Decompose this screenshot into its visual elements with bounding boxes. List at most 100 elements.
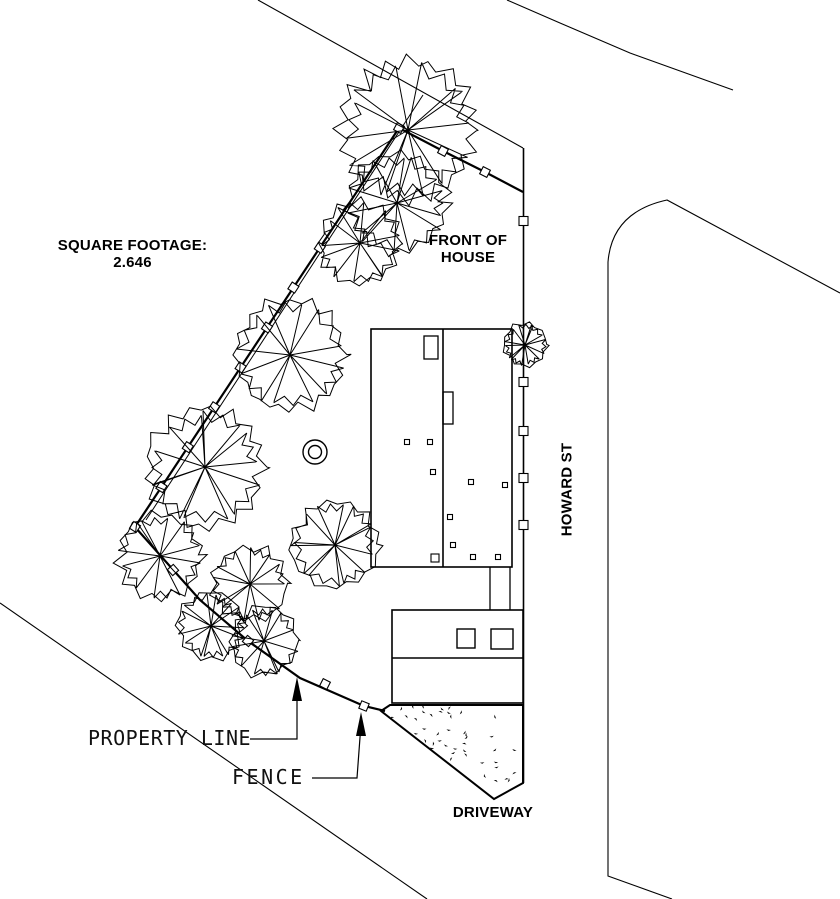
west-property-line — [145, 94, 424, 521]
fence-lines-layer — [128, 121, 529, 713]
street-corner-curve — [607, 199, 840, 294]
point-marker — [494, 553, 502, 561]
well-outer-circle — [302, 439, 328, 465]
leader-arrows-layer — [250, 677, 366, 779]
tree-symbol — [112, 509, 209, 603]
stipple-dot — [483, 773, 486, 779]
garage-box — [490, 628, 514, 650]
tree-symbol — [232, 297, 352, 413]
street-name-label: HOWARD ST — [558, 442, 576, 537]
trees-layer — [112, 53, 550, 679]
stipple-dot — [411, 704, 414, 709]
stipple-dot — [404, 715, 408, 719]
square-footage-label: SQUARE FOOTAGE: 2.646 — [57, 237, 208, 271]
stipple-dot — [452, 748, 458, 750]
fence-arrowhead — [356, 712, 366, 736]
property-line-arrowhead — [292, 677, 302, 701]
stipple-dot — [464, 753, 467, 757]
ne-street-edge — [506, 0, 734, 91]
fence-label: FENCE — [232, 765, 305, 789]
fence-post — [358, 700, 370, 712]
stipple-dot — [443, 744, 449, 747]
south-fence — [134, 526, 386, 713]
fence-post — [518, 472, 529, 484]
garage-outline — [391, 609, 524, 704]
tree-symbol — [331, 53, 479, 207]
stipple-dot — [512, 749, 517, 752]
stipple-dot — [494, 766, 499, 769]
fence-post — [518, 519, 529, 531]
fence-post — [518, 215, 529, 227]
stipple-dot — [493, 761, 499, 764]
house-bay — [442, 391, 454, 425]
stipple-dot — [413, 717, 418, 722]
tree-symbol — [317, 196, 404, 287]
stipple-dot — [438, 710, 443, 713]
sw-street-edge — [0, 602, 428, 899]
garage-box — [456, 628, 476, 649]
stipple-dot — [492, 748, 497, 752]
stipple-dot — [450, 751, 456, 754]
stipple-dot — [462, 742, 467, 745]
stipple-dot — [437, 740, 442, 742]
stipple-dot — [432, 741, 435, 747]
stipple-dot — [436, 731, 439, 736]
fence-post — [478, 165, 492, 179]
stipple-dot — [493, 780, 498, 783]
fence-post — [234, 361, 247, 374]
stipple-dot — [463, 730, 466, 735]
north-fence — [398, 127, 524, 193]
driveway-label: DRIVEWAY — [452, 804, 534, 821]
point-marker — [469, 553, 477, 561]
tree-symbol — [288, 499, 384, 590]
tree-symbol — [208, 544, 293, 623]
property-lines-layer — [145, 0, 525, 783]
stipple-dot — [429, 713, 433, 718]
tree-symbol — [144, 405, 271, 532]
stipple-dot — [494, 714, 497, 719]
fence-post — [318, 677, 332, 691]
stipple-dot — [446, 711, 451, 714]
stipple-dot — [450, 757, 453, 762]
stipple-dot — [422, 728, 427, 730]
stipple-dot — [449, 714, 452, 719]
stipple-dot — [389, 716, 395, 719]
point-marker — [501, 481, 509, 489]
property-line-leader-line — [250, 687, 298, 740]
well-symbol — [302, 439, 328, 465]
north-property-line — [257, 0, 524, 149]
stipple-dot — [512, 772, 517, 775]
fence-post — [207, 401, 221, 414]
point-marker — [426, 438, 434, 446]
driveway-outline — [379, 704, 524, 801]
stipple-dot — [421, 710, 426, 714]
tree-symbol — [174, 592, 249, 662]
point-marker — [467, 478, 475, 486]
driveway-layer — [379, 704, 524, 801]
fence-post — [518, 425, 529, 437]
point-marker — [403, 438, 411, 446]
tree-symbol — [341, 149, 454, 258]
stipple-dot — [465, 732, 467, 738]
stipple-dot — [424, 739, 427, 744]
stipple-dot — [429, 747, 435, 750]
front-of-house-label: FRONT OF HOUSE — [428, 232, 508, 266]
fence-leader-line — [312, 723, 362, 779]
property-line-label: PROPERTY LINE — [88, 726, 252, 750]
well-inner-circle — [307, 444, 323, 460]
point-marker — [449, 541, 457, 549]
buildings-layer — [370, 328, 524, 704]
stipple-dot — [422, 704, 425, 709]
stipple-dot — [479, 762, 485, 764]
fence-post — [436, 144, 450, 158]
stipple-dot — [446, 729, 451, 732]
stipple-dot — [504, 778, 509, 780]
stipple-dot — [462, 749, 467, 753]
fence-post — [287, 281, 300, 294]
stipple-dot — [440, 707, 444, 711]
stipple-dot — [413, 732, 419, 735]
stipple-dot — [459, 710, 462, 715]
